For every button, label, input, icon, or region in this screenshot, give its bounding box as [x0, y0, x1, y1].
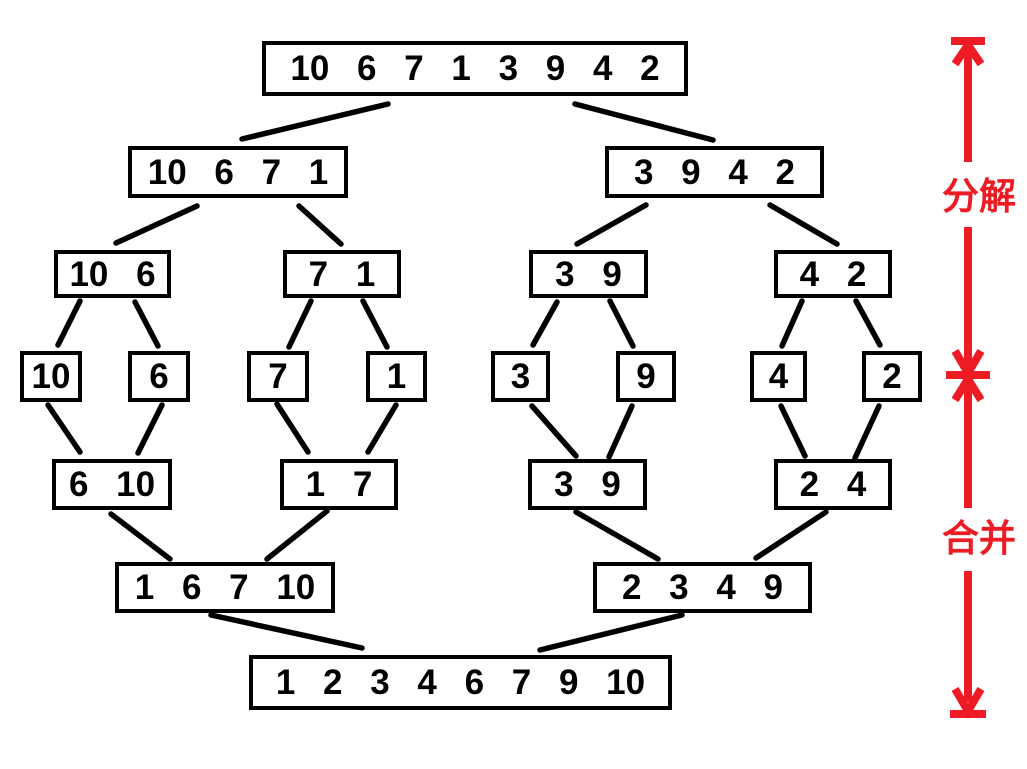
edge-split2-4-single-2: [853, 298, 883, 348]
edge-merge2-left-sorted: [208, 612, 365, 651]
node-single-1: 1: [366, 351, 427, 402]
node-sorted: 1 2 3 4 6 7 9 10: [249, 655, 672, 710]
node-split2-10-6: 10 6: [54, 250, 171, 298]
node-merge1-6-10: 6 10: [52, 459, 172, 510]
edge-single-3-merge1-3: [529, 403, 579, 459]
edge-split1l-split2-1: [113, 203, 200, 246]
edge-merge1-3-merge2-right: [573, 509, 661, 562]
edge-split2-4-single-4: [779, 298, 805, 349]
node-merge2-right: 2 3 4 9: [593, 562, 812, 613]
edge-merge1-4-merge2-right: [753, 509, 829, 561]
node-merge1-2-4: 2 4: [774, 459, 892, 510]
node-merge1-1-7: 1 7: [280, 459, 398, 510]
edge-split2-2-single-7: [286, 298, 314, 350]
edge-merge1-1-merge2-left: [108, 511, 173, 562]
node-single-9: 9: [616, 351, 676, 402]
edge-split1r-split2-3: [574, 202, 649, 247]
label-decompose: 分解: [942, 176, 1016, 217]
edge-split2-1-single-6: [132, 299, 161, 349]
node-merge2-left: 1 6 7 10: [115, 562, 335, 613]
edge-single-10-merge1-1: [45, 402, 83, 455]
node-split1-left: 10 6 7 1: [128, 146, 348, 198]
node-merge1-3-9: 3 9: [528, 459, 647, 510]
node-root: 10 6 7 1 3 9 4 2: [262, 41, 688, 96]
edge-single-6-merge1-1: [135, 402, 165, 456]
connector-lines: [45, 101, 883, 653]
edge-split2-2-single-1: [360, 298, 390, 350]
node-single-7: 7: [247, 351, 309, 402]
edge-split1l-split2-2: [296, 203, 344, 247]
edge-single-4-merge1-4: [778, 403, 808, 459]
edge-single-9-merge1-3: [606, 403, 635, 460]
node-split1-right: 3 9 4 2: [605, 146, 824, 198]
edge-split2-3-single-3: [530, 299, 560, 348]
edge-split2-3-single-9: [607, 298, 636, 349]
label-merge: 合并: [942, 518, 1016, 559]
node-single-10: 10: [20, 351, 82, 402]
edge-root-split1-right: [572, 101, 716, 143]
edge-root-split1-left: [239, 101, 391, 142]
node-single-4: 4: [750, 351, 807, 402]
node-split2-7-1: 7 1: [283, 250, 401, 298]
decompose-arrow-up-head: [951, 37, 985, 67]
edge-merge2-right-sorted: [537, 612, 685, 653]
node-split2-4-2: 4 2: [774, 250, 892, 298]
edge-single-1-merge1-2: [365, 402, 399, 455]
edge-single-2-merge1-4: [852, 403, 882, 461]
edge-split2-1-single-10: [55, 298, 83, 348]
node-single-3: 3: [491, 351, 550, 402]
node-split2-3-9: 3 9: [529, 250, 648, 298]
node-single-2: 2: [862, 351, 922, 402]
merge-arrow-up-head: [951, 371, 985, 403]
edge-single-7-merge1-2: [274, 401, 311, 455]
merge-arrow: [950, 371, 986, 719]
node-single-6: 6: [128, 351, 190, 402]
edge-split1r-split2-4: [767, 202, 840, 247]
edge-merge1-2-merge2-left: [264, 508, 330, 562]
